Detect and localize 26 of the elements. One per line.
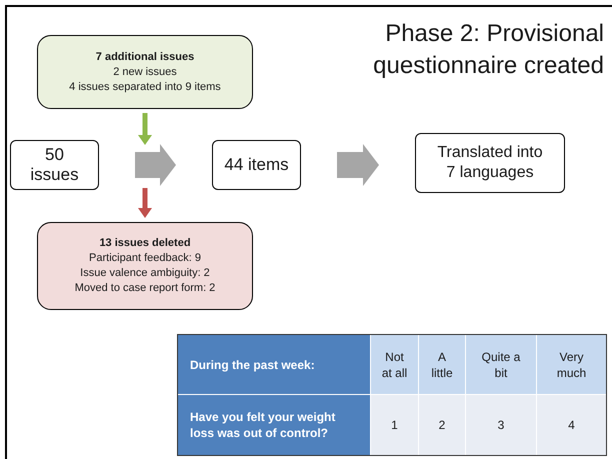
process-box bbox=[212, 140, 301, 190]
box-text: Moved to case report form: 2 bbox=[74, 281, 216, 296]
box-text: Translated into 7 languages bbox=[436, 143, 544, 183]
box-heading: 7 additional issues bbox=[96, 50, 194, 64]
slide-title: Phase 2: Provisional questionnaire created bbox=[372, 19, 604, 81]
score-cell: 1 bbox=[370, 395, 418, 455]
box-text: Issue valence ambiguity: 2 bbox=[80, 266, 210, 281]
box-text: 4 issues separated into 9 items bbox=[69, 80, 221, 94]
score-cell: 2 bbox=[418, 395, 465, 455]
process-box bbox=[415, 133, 565, 193]
box-heading: 13 issues deleted bbox=[99, 236, 191, 251]
box-text: 2 new issues bbox=[113, 64, 177, 80]
score-cell: 4 bbox=[536, 395, 606, 455]
added-issues-box bbox=[37, 35, 253, 109]
deleted-issues-box bbox=[37, 222, 253, 310]
process-box bbox=[10, 140, 99, 190]
box-text: 50 issues bbox=[30, 145, 79, 185]
header-cell: Very much bbox=[536, 335, 606, 395]
header-cell: A little bbox=[418, 335, 465, 395]
question-cell: Have you felt your weight loss was out of control? bbox=[178, 395, 370, 455]
header-cell: Not at all bbox=[370, 335, 418, 395]
question-cell: During the past week: bbox=[178, 335, 370, 395]
header-cell: Quite a bit bbox=[465, 335, 536, 395]
box-text: 44 items bbox=[224, 155, 289, 175]
box-text: Participant feedback: 9 bbox=[89, 251, 201, 266]
score-cell: 3 bbox=[465, 395, 536, 455]
